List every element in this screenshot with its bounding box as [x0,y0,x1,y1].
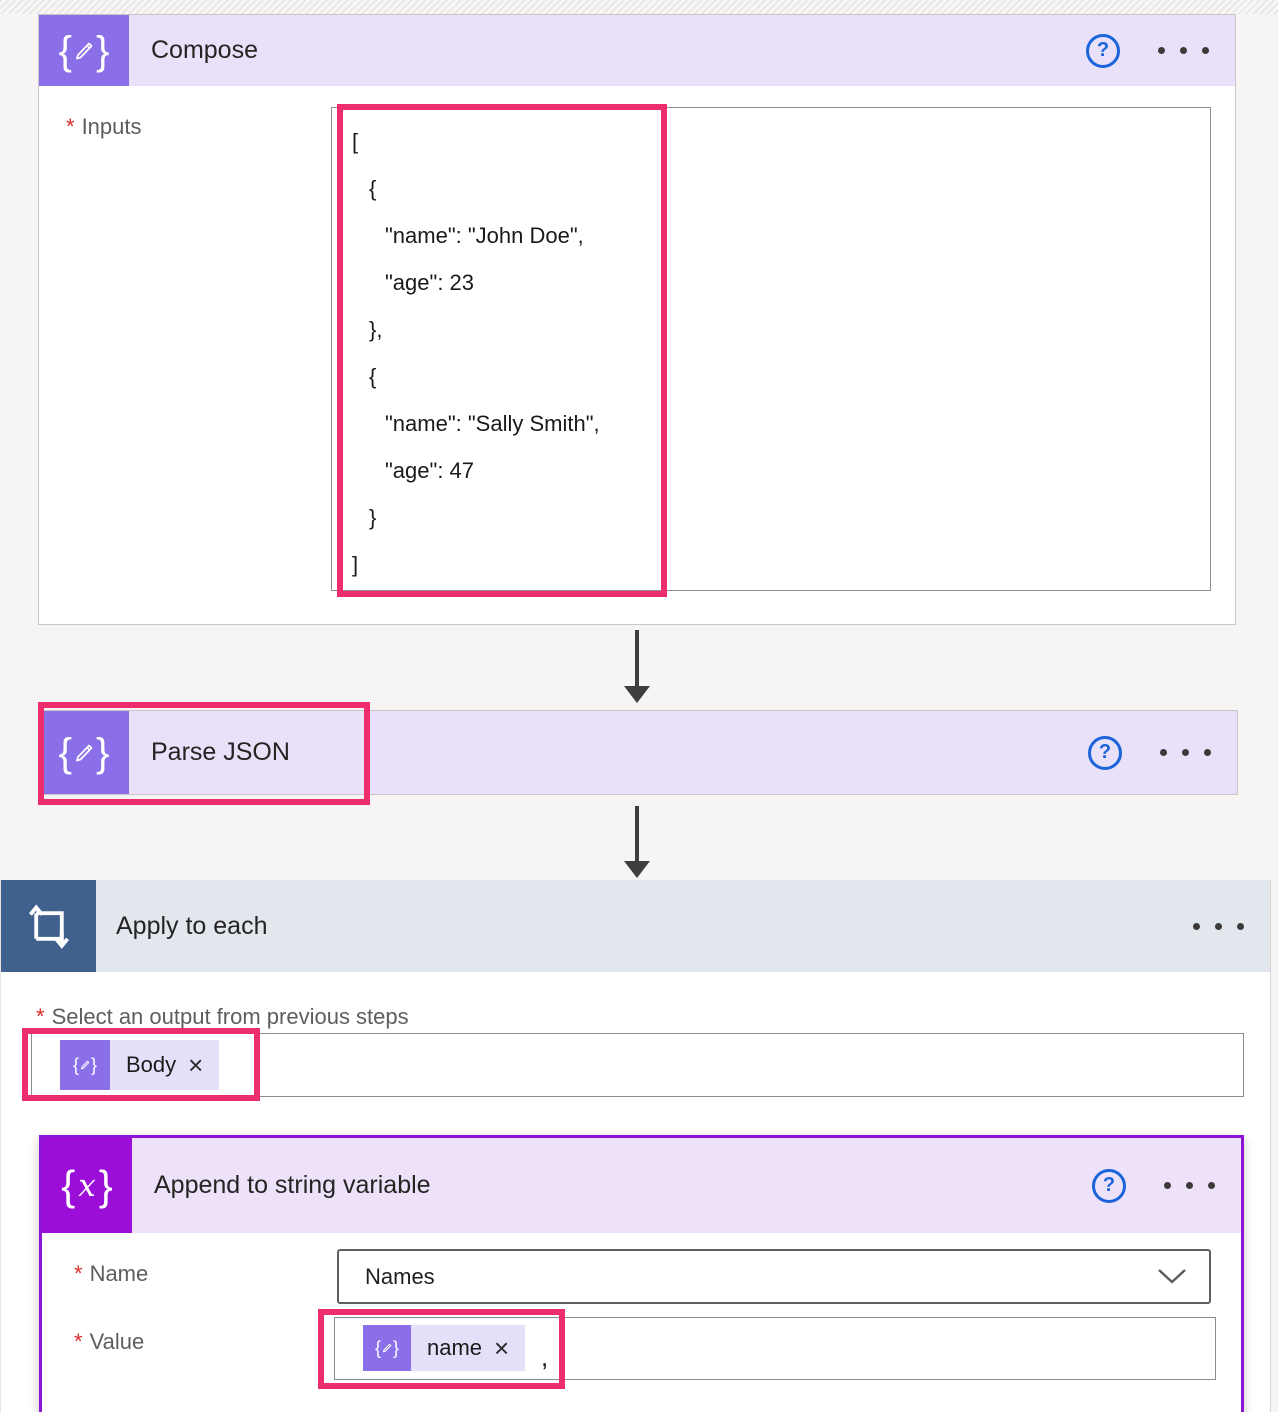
pencil-icon [382,1343,392,1353]
token-braces-pencil-icon: { } [363,1325,411,1371]
chevron-down-icon [1158,1269,1186,1284]
pencil-icon [76,744,93,761]
connector-arrowhead [624,686,650,703]
apply-to-each-body: *Select an output from previous steps { … [1,972,1270,1412]
token-close-icon[interactable]: × [188,1050,204,1080]
name-dropdown[interactable]: Names [337,1249,1211,1304]
value-field-label: *Value [74,1329,145,1354]
required-asterisk: * [66,114,75,139]
required-asterisk: * [74,1329,83,1354]
name-field-label: *Name [74,1261,149,1286]
compose-body: *Inputs [ { "name": "John Doe", "age": 2… [39,86,1235,625]
ellipsis-menu-icon[interactable] [1162,1170,1217,1201]
canvas-texture [0,0,1278,14]
name-dropdown-value: Names [365,1263,435,1289]
pencil-icon [76,42,93,59]
apply-to-each-title: Apply to each [116,911,268,940]
loop-icon [1,880,96,972]
required-asterisk: * [36,1004,45,1029]
pencil-icon [80,1060,90,1070]
json-line: [ [352,129,359,154]
json-line: ] [352,552,359,577]
inputs-field-label: *Inputs [66,114,142,139]
compose-action-card: { } Compose ? *Inputs [ { "name": "John … [38,14,1236,625]
parse-json-action-card[interactable]: { } Parse JSON ? [38,710,1238,795]
compose-braces-pencil-icon: { } [39,15,129,86]
apply-to-each-header[interactable]: Apply to each [1,880,1270,972]
inputs-field[interactable]: [ { "name": "John Doe", "age": 23 }, { "… [331,107,1211,591]
ellipsis-menu-icon[interactable] [1158,737,1213,768]
append-title: Append to string variable [154,1171,431,1199]
help-icon[interactable]: ? [1092,1168,1126,1203]
name-token-label: name [427,1335,483,1360]
body-token[interactable]: { } Body × [60,1040,220,1090]
json-line: "name": "John Doe", [385,223,584,248]
json-line: "name": "Sally Smith", [385,411,600,436]
json-line: } [369,505,377,530]
token-close-icon[interactable]: × [494,1333,510,1363]
json-line: "age": 23 [385,270,475,295]
select-output-label: *Select an output from previous steps [36,1004,409,1029]
token-braces-pencil-icon: { } [60,1040,110,1090]
variable-braces-x-icon: { x } [42,1138,132,1233]
json-line: { [369,364,377,389]
append-to-string-variable-card: { x } Append to string variable ? *Name [39,1135,1244,1412]
body-token-label: Body [126,1052,177,1077]
value-input[interactable]: { } name × , [334,1317,1216,1380]
parse-json-title: Parse JSON [151,738,290,766]
append-body: *Name Names *Value { [42,1233,1241,1393]
ellipsis-menu-icon[interactable] [1156,35,1211,66]
connector-arrowhead [624,861,650,878]
apply-to-each-container: Apply to each *Select an output from pre… [0,880,1271,1412]
compose-header[interactable]: { } Compose ? [39,15,1235,86]
compose-title: Compose [151,36,258,64]
value-suffix-comma: , [541,1342,549,1372]
json-line: "age": 47 [385,458,475,483]
json-line: }, [369,317,383,342]
name-token[interactable]: { } name × [363,1325,526,1371]
parse-json-braces-pencil-icon: { } [39,711,129,794]
help-icon[interactable]: ? [1088,735,1122,770]
help-icon[interactable]: ? [1086,33,1120,68]
connector-arrow [635,630,639,687]
append-header[interactable]: { x } Append to string variable ? [42,1138,1241,1233]
json-line: { [369,176,377,201]
connector-arrow [635,806,639,861]
required-asterisk: * [74,1261,83,1286]
ellipsis-menu-icon[interactable] [1191,911,1246,942]
select-output-input[interactable]: { } Body × [31,1033,1244,1097]
